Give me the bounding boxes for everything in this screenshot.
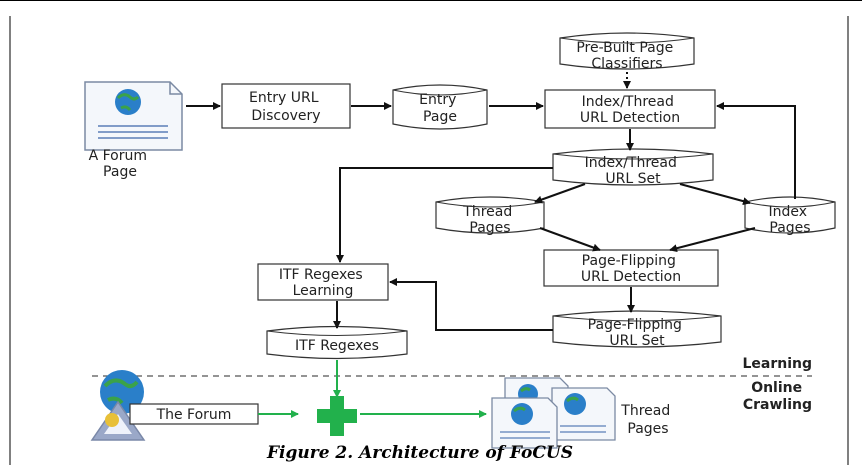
index-thread-set-line1: Index/Thread <box>585 155 677 171</box>
thread-pages-line1: Thread <box>462 204 512 220</box>
index-pages-line2: Pages <box>769 220 810 236</box>
itf-learning-line1: ITF Regexes <box>279 267 363 283</box>
crawler-cross-icon <box>317 396 357 436</box>
index-pages-label: Index Pages <box>769 204 812 236</box>
arrow-pf-set-to-itf-learning <box>389 278 553 331</box>
entry-url-discovery-line1: Entry URL <box>249 90 319 106</box>
arrow-set-to-thread-pages <box>534 183 586 204</box>
pre-built-classifiers-label: Pre-Built Page Classifiers <box>576 40 677 72</box>
learning-section-label: Learning <box>742 356 812 372</box>
thread-pages-store <box>435 196 545 234</box>
thread-pages-output-line1: Thread <box>620 403 670 419</box>
index-thread-set-line2: URL Set <box>605 171 661 187</box>
page-flipping-detection-line2: URL Detection <box>581 269 681 285</box>
index-thread-detection-line2: URL Detection <box>580 110 680 126</box>
index-pages-line1: Index <box>769 204 808 220</box>
page-flipping-set-line2: URL Set <box>609 333 665 349</box>
entry-page-line2: Page <box>423 109 457 125</box>
online-crawling-line1: Online <box>751 380 802 396</box>
entry-url-discovery-line2: Discovery <box>251 108 320 124</box>
itf-regexes-label: ITF Regexes <box>295 338 379 354</box>
online-crawling-line2: Crawling <box>743 397 812 413</box>
the-forum-label: The Forum <box>156 407 232 423</box>
page-flipping-set-line1: Page-Flipping <box>588 317 682 333</box>
entry-page-label: Entry Page <box>419 92 461 125</box>
forum-page-label-line1: A Forum <box>89 148 147 164</box>
pre-built-classifiers-store <box>559 32 695 70</box>
pre-built-line2: Classifiers <box>591 56 662 72</box>
arrow-index-to-pf-detection <box>669 227 756 253</box>
thread-pages-output-icon <box>491 377 616 449</box>
page-top-rule <box>0 0 862 1</box>
online-crawling-section-label: Online Crawling <box>743 380 812 413</box>
index-thread-set-label: Index/Thread URL Set <box>585 155 682 187</box>
forum-page-label-line2: Page <box>103 164 137 180</box>
figure-caption: Figure 2. Architecture of FoCUS <box>266 443 573 463</box>
the-forum-icon <box>90 370 146 441</box>
page-flipping-detection-box <box>543 249 719 287</box>
itf-regexes-store <box>266 325 408 360</box>
index-pages-store <box>744 196 836 234</box>
thread-pages-line2: Pages <box>469 220 510 236</box>
arrow-set-to-itf-learning <box>336 167 553 263</box>
thread-pages-output-line2: Pages <box>627 421 668 437</box>
page-flipping-set-label: Page-Flipping URL Set <box>588 317 687 349</box>
arrow-index-back-to-detection <box>716 102 796 199</box>
forum-page-icon <box>84 81 183 151</box>
itf-learning-line2: Learning <box>293 283 354 299</box>
entry-page-store <box>392 84 488 130</box>
entry-page-line1: Entry <box>419 92 456 108</box>
index-thread-detection-box <box>544 89 716 129</box>
index-thread-detection-line1: Index/Thread <box>582 94 674 110</box>
arrow-set-to-index-pages <box>679 183 751 206</box>
doc-right-icon <box>551 387 616 441</box>
index-thread-detection-label: Index/Thread URL Detection <box>580 94 680 126</box>
index-thread-set-store <box>552 148 714 186</box>
thread-pages-output-label: Thread Pages <box>620 403 674 437</box>
page-flipping-detection-label: Page-Flipping URL Detection <box>581 253 681 285</box>
arrow-thread-to-pf-detection <box>539 227 601 252</box>
thread-pages-label: Thread Pages <box>462 204 516 236</box>
pre-built-line1: Pre-Built Page <box>576 40 673 56</box>
doc-front-icon <box>491 397 558 449</box>
entry-url-discovery-label: Entry URL Discovery <box>249 90 323 124</box>
flow-arrows <box>186 72 796 331</box>
itf-learning-label: ITF Regexes Learning <box>279 267 367 299</box>
page-flipping-detection-line1: Page-Flipping <box>582 253 676 269</box>
forum-page-label: A Forum Page <box>89 148 152 180</box>
itf-learning-box <box>257 263 389 301</box>
entry-url-discovery-box <box>221 83 351 129</box>
crawl-flow <box>258 360 487 436</box>
page-flipping-set-store <box>552 310 722 348</box>
